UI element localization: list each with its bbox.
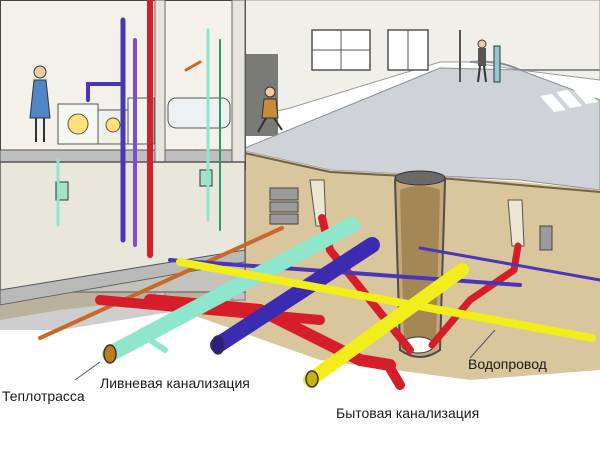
bathtub — [167, 97, 231, 129]
pipe-blue — [168, 258, 522, 287]
underground-pipes — [38, 214, 600, 390]
pipe-storm-sewer — [102, 217, 360, 362]
pipe-water-supply — [176, 258, 596, 342]
back-building — [239, 0, 600, 136]
leader-lines — [74, 329, 496, 381]
person-icon — [29, 65, 51, 142]
pipe-sockets — [269, 187, 553, 251]
pipe-ends — [103, 335, 319, 388]
pipe-heat-main — [38, 226, 284, 340]
label-water-supply: Водопровод — [468, 356, 547, 372]
manhole-well — [393, 170, 447, 358]
label-heat-main: Теплотрасса — [2, 388, 85, 404]
distant-person-icon — [477, 39, 487, 83]
label-household-sewer: Бытовая канализация — [336, 405, 480, 421]
storm-inlet-right — [507, 199, 525, 247]
label-storm-sewer: Ливневая канализация — [100, 375, 250, 391]
risers — [56, 0, 221, 258]
pedestrian-icon — [257, 86, 283, 133]
meter-icon-2 — [199, 169, 213, 187]
crosswalk — [540, 86, 598, 112]
